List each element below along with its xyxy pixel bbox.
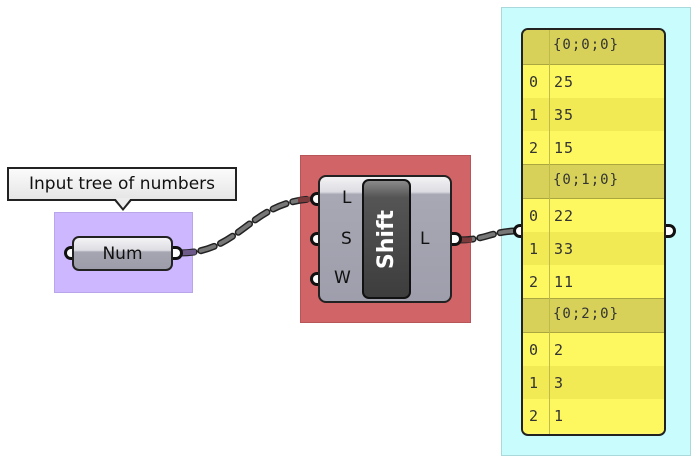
row-index: 0 bbox=[529, 73, 539, 91]
row-value: 22 bbox=[554, 207, 575, 225]
row-value: 1 bbox=[554, 407, 565, 425]
wire-num-to-shift[interactable] bbox=[176, 195, 316, 257]
branch-path: {0;2;0} bbox=[553, 306, 620, 322]
shift-output-grip-l[interactable] bbox=[452, 232, 462, 246]
shift-input-label-w: W bbox=[334, 268, 351, 288]
row-index: 1 bbox=[529, 240, 539, 258]
tooltip-text: Input tree of numbers bbox=[28, 174, 216, 194]
shift-input-grip-w[interactable] bbox=[310, 272, 320, 286]
shift-name-label: Shift bbox=[374, 209, 400, 269]
num-param-component[interactable]: Num bbox=[72, 236, 173, 271]
panel-input-grip[interactable] bbox=[513, 224, 523, 238]
row-value: 3 bbox=[554, 374, 565, 392]
row-index: 1 bbox=[529, 374, 539, 392]
tooltip-arrow-fill bbox=[115, 198, 131, 208]
row-index: 0 bbox=[529, 207, 539, 225]
branch-path: {0;0;0} bbox=[553, 37, 620, 53]
num-input-grip[interactable] bbox=[64, 246, 74, 260]
panel-row: 0 25 bbox=[523, 65, 664, 98]
panel-row: 1 33 bbox=[523, 232, 664, 265]
panel-row: 0 22 bbox=[523, 199, 664, 232]
panel-row: 2 11 bbox=[523, 265, 664, 298]
panel-index-divider bbox=[549, 30, 550, 434]
branch-header: {0;0;0} bbox=[523, 30, 664, 65]
branch-header: {0;1;0} bbox=[523, 164, 664, 199]
row-index: 0 bbox=[529, 341, 539, 359]
shift-name-label-wrap: Shift bbox=[362, 179, 411, 299]
panel-branch: {0;1;0} 0 22 1 33 2 11 bbox=[523, 164, 664, 298]
row-index: 2 bbox=[529, 273, 539, 291]
panel-branch: {0;0;0} 0 25 1 35 2 15 bbox=[523, 30, 664, 164]
shift-output-label-l: L bbox=[420, 229, 430, 249]
row-value: 25 bbox=[554, 73, 575, 91]
row-index: 2 bbox=[529, 407, 539, 425]
row-index: 2 bbox=[529, 139, 539, 157]
num-output-grip[interactable] bbox=[173, 246, 183, 260]
shift-input-label-l: L bbox=[342, 188, 352, 208]
shift-input-grip-l[interactable] bbox=[310, 192, 320, 206]
row-value: 11 bbox=[554, 273, 575, 291]
panel-row: 2 15 bbox=[523, 131, 664, 164]
row-value: 15 bbox=[554, 139, 575, 157]
shift-name-plate bbox=[362, 179, 411, 299]
row-value: 35 bbox=[554, 106, 575, 124]
panel-row: 1 35 bbox=[523, 98, 664, 131]
num-param-label: Num bbox=[102, 243, 143, 264]
wire-shift-to-panel[interactable] bbox=[455, 227, 519, 244]
tooltip: Input tree of numbers bbox=[7, 167, 237, 201]
branch-header: {0;2;0} bbox=[523, 298, 664, 333]
branch-path: {0;1;0} bbox=[553, 172, 620, 188]
row-index: 1 bbox=[529, 106, 539, 124]
panel-output-grip[interactable] bbox=[666, 224, 676, 238]
row-value: 33 bbox=[554, 240, 575, 258]
shift-input-label-s: S bbox=[341, 229, 352, 249]
row-value: 2 bbox=[554, 341, 565, 359]
shift-input-grip-s[interactable] bbox=[310, 232, 320, 246]
